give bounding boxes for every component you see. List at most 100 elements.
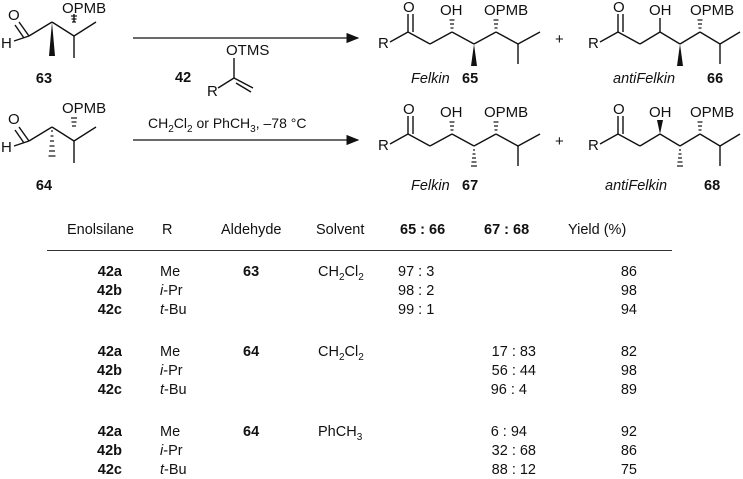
solvent-cell: PhCH3 — [318, 424, 362, 446]
yield-cell: 86 — [620, 264, 637, 280]
ratio-67-68-cell: 32 : 68 — [491, 443, 536, 459]
reaction-scheme: O H OPMB 63 O H OPMB 64 42 R OTMS CH2Cl2… — [1, 0, 741, 194]
text-fragment: CH — [318, 344, 339, 360]
text-fragment: 2 — [358, 271, 364, 283]
enolsilane-cell: 42c — [97, 462, 122, 478]
r-cell: Me — [160, 344, 181, 360]
r-cell: i-Pr — [160, 363, 183, 380]
r-cell: i-Pr — [160, 443, 183, 460]
text-fragment: -Pr — [163, 283, 183, 299]
product-68-structure — [599, 116, 741, 166]
atom-r: R — [588, 137, 599, 154]
wedge-bond — [657, 120, 663, 134]
enolsilane-cell: 42c — [97, 382, 122, 398]
compound-number-63: 63 — [36, 71, 52, 87]
hashed-wedge — [697, 19, 703, 29]
plus-sign: + — [555, 133, 564, 150]
hashed-wedge — [71, 15, 77, 23]
header-rule — [47, 250, 672, 251]
header-ratio-67-68: 67 : 68 — [484, 222, 530, 238]
aldehyde-cell: 63 — [243, 264, 260, 280]
hashed-wedge — [677, 121, 703, 167]
atom-oh: OH — [440, 104, 463, 121]
wedge-bond — [49, 22, 55, 56]
text-fragment: CH — [318, 264, 339, 280]
header-aldehyde: Aldehyde — [221, 222, 282, 238]
atom-opmb: OPMB — [62, 0, 106, 17]
hashed-wedge — [48, 117, 77, 157]
compound-number-65: 65 — [462, 71, 478, 87]
text-fragment: i — [160, 363, 164, 379]
text-fragment: t — [160, 382, 165, 398]
hashed-wedge — [449, 121, 499, 167]
atom-opmb: OPMB — [690, 2, 734, 19]
text-fragment: CH — [148, 115, 168, 131]
text-fragment: -Bu — [164, 382, 187, 398]
reaction-conditions: CH2Cl2 or PhCH3, –78 °C — [148, 115, 306, 135]
compound-number-68: 68 — [704, 178, 720, 194]
text-fragment: -Pr — [163, 443, 183, 459]
product-67-structure — [389, 116, 541, 166]
text-fragment: -Pr — [163, 363, 183, 379]
atom-r: R — [378, 35, 389, 52]
aldehyde-cell: 64 — [243, 424, 260, 440]
header-yield: Yield (%) — [568, 222, 627, 238]
compound-number-66: 66 — [707, 71, 723, 87]
product-descriptor: antiFelkin — [613, 71, 675, 87]
yield-cell: 82 — [620, 344, 637, 360]
text-fragment: PhCH — [318, 424, 357, 440]
atom-oh: OH — [649, 104, 672, 121]
header-ratio-65-66: 65 : 66 — [400, 222, 446, 238]
atom-r: R — [207, 83, 218, 100]
ratio-67-68-cell: 96 : 4 — [490, 382, 527, 398]
r-cell: t-Bu — [160, 462, 187, 479]
text-fragment: Cl — [344, 264, 359, 280]
ratio-65-66-cell: 98 : 2 — [398, 283, 435, 299]
aldehyde-64-structure — [13, 126, 97, 163]
text-fragment: -Bu — [164, 462, 187, 478]
atom-opmb: OPMB — [484, 104, 528, 121]
enolsilane-cell: 42b — [97, 443, 122, 459]
solvent-cell: CH2Cl2 — [318, 344, 364, 366]
yield-cell: 75 — [620, 462, 637, 478]
atom-o: O — [403, 0, 415, 16]
r-cell: i-Pr — [160, 283, 183, 300]
compound-number-42: 42 — [175, 70, 191, 86]
solvent-cell: CH2Cl2 — [318, 264, 364, 286]
header-enolsilane: Enolsilane — [67, 222, 134, 238]
enolsilane-42-structure — [217, 58, 254, 93]
product-65-structure — [389, 14, 541, 64]
atom-oh: OH — [440, 2, 463, 19]
enolsilane-cell: 42b — [97, 283, 122, 299]
atom-oh: OH — [649, 2, 672, 19]
text-fragment: 2 — [338, 271, 345, 283]
atom-opmb: OPMB — [690, 104, 734, 121]
ratio-67-68-cell: 56 : 44 — [491, 363, 536, 379]
text-fragment: i — [160, 283, 164, 299]
text-fragment: Cl — [174, 115, 187, 131]
atom-r: R — [588, 35, 599, 52]
ratio-67-68-cell: 17 : 83 — [491, 344, 536, 360]
header-r: R — [162, 222, 173, 238]
product-descriptor: Felkin — [411, 178, 450, 194]
yield-cell: 89 — [620, 382, 637, 398]
ratio-65-66-cell: 97 : 3 — [398, 264, 435, 280]
enolsilane-cell: 42b — [97, 363, 122, 379]
text-fragment: i — [160, 443, 164, 459]
atom-opmb: OPMB — [484, 2, 528, 19]
product-66-structure — [599, 14, 741, 64]
enolsilane-cell: 42a — [97, 344, 122, 360]
atom-o: O — [613, 0, 625, 16]
yield-cell: 98 — [620, 283, 637, 299]
atom-o: O — [403, 101, 415, 118]
ratio-67-68-cell: 6 : 94 — [490, 424, 527, 440]
r-cell: Me — [160, 264, 181, 280]
r-cell: Me — [160, 424, 181, 440]
enolsilane-cell: 42a — [97, 264, 122, 280]
wedge-bond — [677, 44, 683, 66]
text-fragment: Cl — [344, 344, 359, 360]
header-solvent: Solvent — [316, 222, 365, 238]
atom-otms: OTMS — [226, 42, 269, 59]
text-fragment: -Bu — [164, 302, 187, 318]
yield-cell: 94 — [620, 302, 637, 318]
